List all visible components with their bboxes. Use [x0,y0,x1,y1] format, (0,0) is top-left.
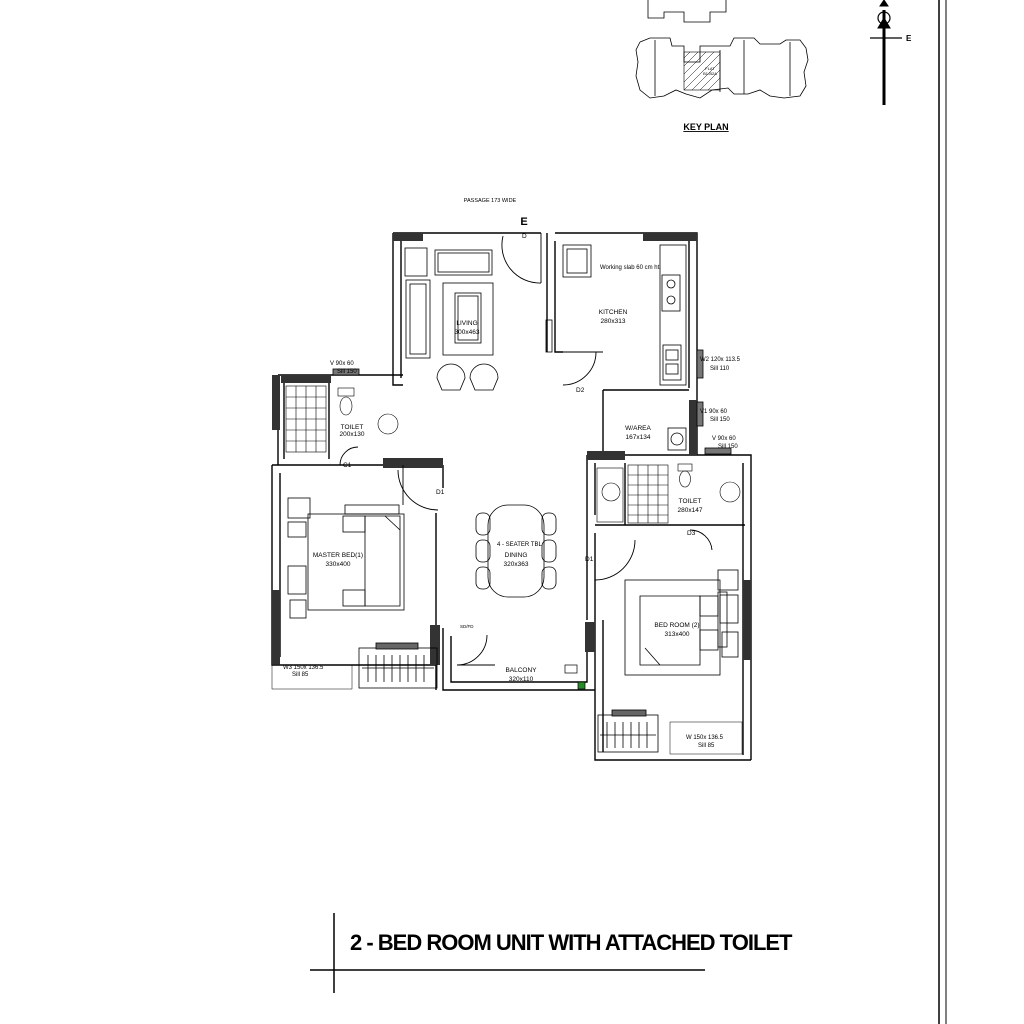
window-w2: W2 120x 113.5 [700,357,741,363]
dining-note: 4 - SEATER TBL [497,542,542,548]
sheet-border [938,0,947,1024]
drawing-title: 2 - BED ROOM UNIT WITH ATTACHED TOILET [350,930,793,955]
door-d1-master: D1 [436,489,445,496]
balcony-items [564,664,586,690]
kitchen-size: 280x313 [601,318,626,325]
door-c1-toilet1: C1 [343,462,352,469]
key-plan [635,0,809,99]
key-plan-title: KEY PLAN [683,122,728,132]
toilet1-name: TOILET [341,424,364,431]
warea-name: W/AREA [625,425,651,432]
north-arrow-icon [870,0,902,105]
dining-furniture [475,504,557,598]
door-d2-kitchen: D2 [576,387,585,394]
toilet2-fixtures [596,463,741,524]
thick-wall-segments [272,233,751,665]
entry-marker: E [520,216,527,228]
toilet2-size: 280x147 [678,507,703,514]
master-bed-furniture [287,497,405,619]
kitchen-furniture [545,244,687,386]
master-toilet-fixtures [285,385,399,453]
window-v1-sill: Sill 150 [337,369,357,375]
living-furniture [404,247,499,391]
window-w4-sill: Sill 85 [698,743,715,749]
window-v3: V 90x 60 [712,436,736,442]
toilet2-name: TOILET [679,498,702,505]
north-label: E [906,34,912,43]
living-name: LIVING [456,320,477,327]
window-bays [271,349,743,755]
passage-label: PASSAGE 173 WIDE [464,198,517,204]
bed2-name: BED ROOM (2) [654,622,699,629]
key-plan-flat-code: B1-B2A [703,71,717,76]
kitchen-note: Working slab 60 cm ht. [600,265,661,271]
living-size: 300x463 [455,329,480,336]
door-d3-toilet2: D3 [687,530,696,537]
dining-size: 320x363 [504,561,529,568]
door-swings [339,233,713,666]
balcony-name: BALCONY [505,667,537,674]
bed2-furniture [624,569,739,676]
toilet1-size: 200x130 [340,431,365,438]
key-plan-flat-label: FLAT [705,66,715,71]
door-d1-bed2: D1 [585,556,594,563]
warea-size: 167x134 [626,434,651,441]
window-w4: W 150x 136.5 [686,735,724,741]
window-v2: V1 90x 60 [700,409,728,415]
bed2-size: 313x400 [665,631,690,638]
warea-furniture [667,427,687,451]
window-w3: W3 150x 136.5 [283,665,324,671]
master-size: 330x400 [326,561,351,568]
door-sd-balcony: SD/FD [460,624,474,629]
window-w3-sill: Sill 85 [292,672,309,678]
master-name: MASTER BED(1) [313,552,363,559]
window-v2-sill: Sill 150 [710,417,730,423]
title-block [310,913,705,993]
window-v3-sill: Sill 150 [718,444,738,450]
kitchen-name: KITCHEN [599,309,628,316]
window-w2-sill: Sill 110 [710,366,730,372]
dining-name: DINING [505,552,528,559]
window-v1: V 90x 60 [330,361,354,367]
entry-door-label: D [522,233,527,240]
balcony-size: 320x110 [509,676,534,683]
